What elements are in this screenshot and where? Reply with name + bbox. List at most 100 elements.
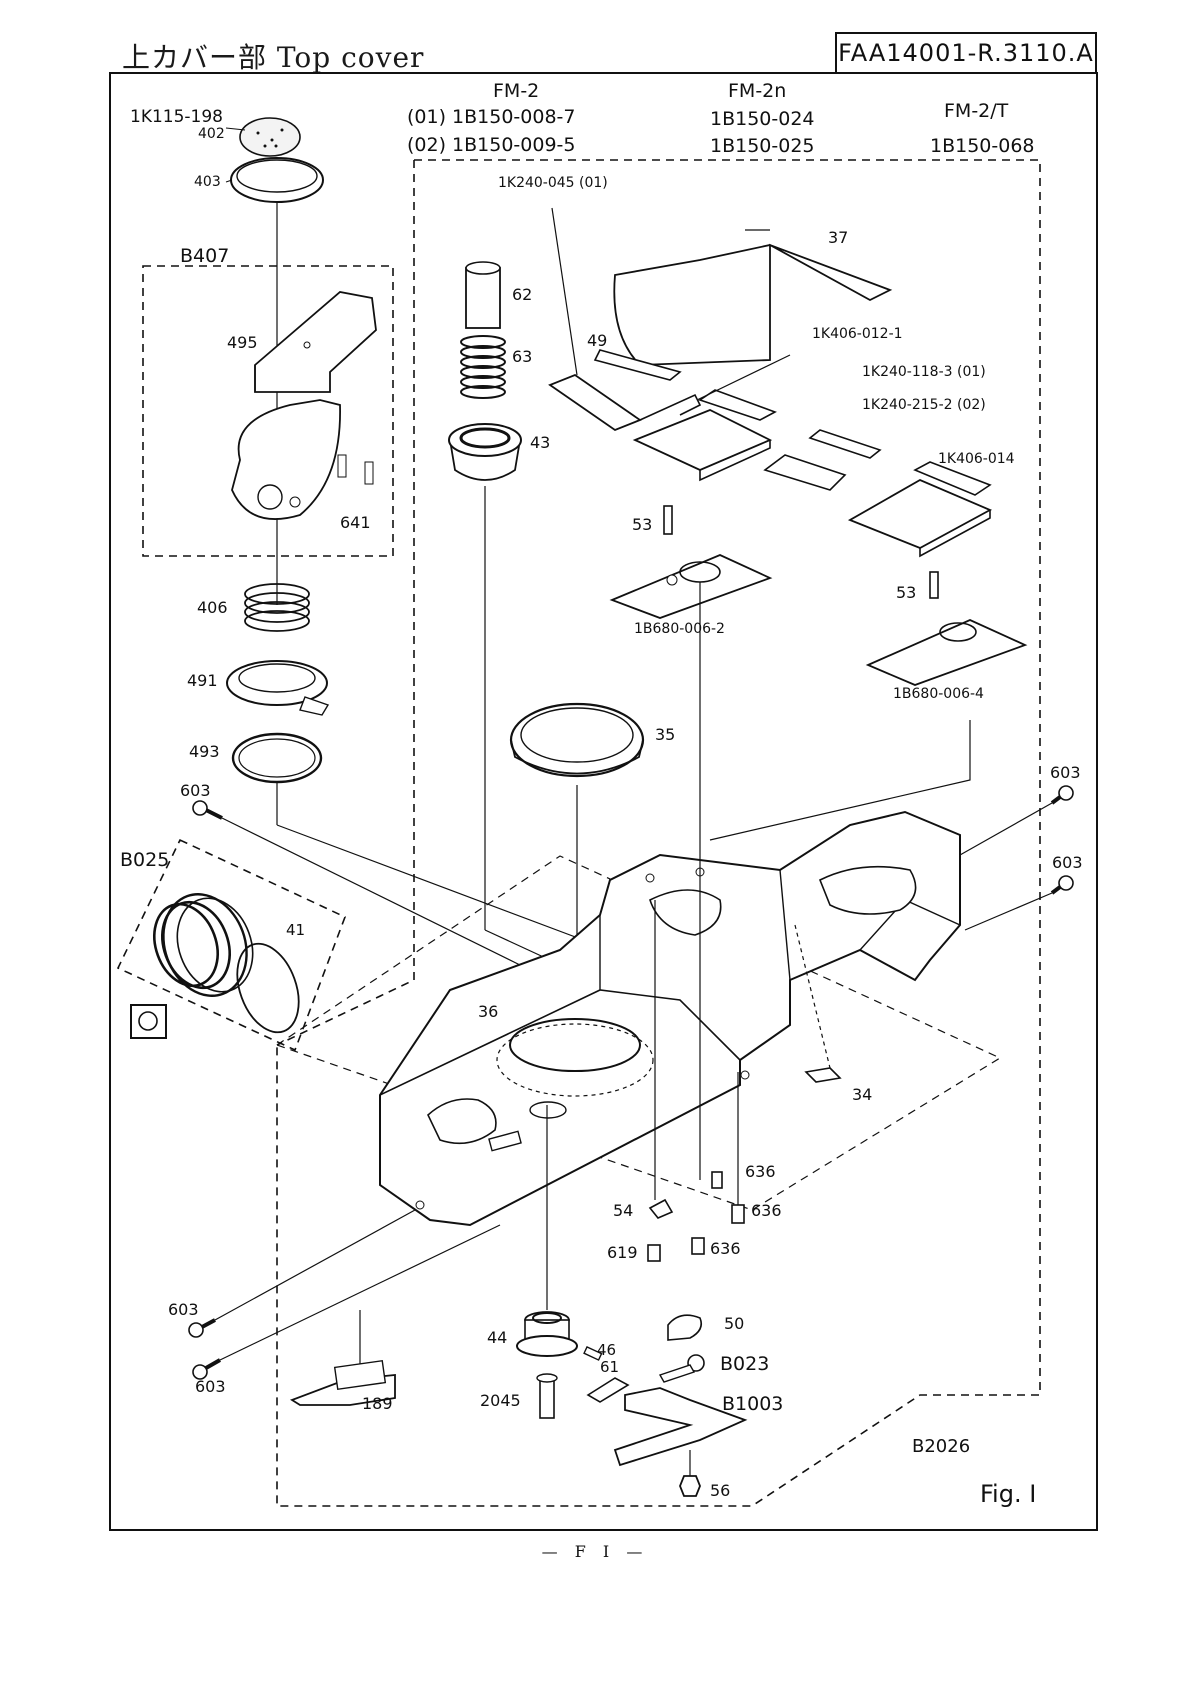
pin-53-right	[929, 571, 939, 599]
label-63: 63	[512, 347, 532, 366]
part-37-shield	[613, 243, 893, 366]
part-406-spring	[244, 583, 310, 632]
label-35: 35	[655, 725, 675, 744]
label-49: 49	[587, 331, 607, 350]
label-1k406-012-1: 1K406-012-1	[812, 326, 903, 342]
part-493-ring	[231, 732, 323, 784]
part-62-sleeve	[465, 261, 501, 329]
part-50-lever	[667, 1314, 703, 1341]
label-53-right: 53	[896, 583, 916, 602]
label-603-lower-left-a: 603	[168, 1300, 199, 1319]
part-b025-meter	[153, 893, 254, 997]
label-61: 61	[600, 1358, 619, 1376]
label-53-left: 53	[632, 515, 652, 534]
leader-1k240-045	[551, 207, 578, 376]
part-1k406-014-plate	[847, 461, 993, 558]
variant-fm2t-line1: 1B150-068	[930, 135, 1035, 157]
variant-group-box	[276, 159, 1041, 1507]
screw-603-lower-left-a	[188, 1318, 216, 1338]
leader-603-right-lower	[964, 892, 1053, 931]
leader-603-lower-left-a	[214, 1209, 416, 1321]
label-406: 406	[197, 598, 228, 617]
label-603-right-upper: 603	[1050, 763, 1081, 782]
label-1k240-118-3: 1K240-118-3 (01)	[862, 364, 986, 380]
label-1k240-045: 1K240-045 (01)	[498, 175, 608, 191]
label-1b680-006-2: 1B680-006-2	[634, 621, 725, 637]
variant-fm2-name: FM-2	[493, 80, 539, 102]
screw-603-right-lower	[1050, 875, 1074, 895]
part-63-spring	[460, 335, 506, 399]
part-1k240-118-spring	[763, 429, 882, 491]
leader-603-right-upper	[959, 802, 1053, 856]
label-b2026: B2026	[912, 1436, 970, 1457]
part-34-block	[804, 1067, 842, 1083]
leader-603-upper-left	[221, 817, 521, 966]
label-495: 495	[227, 333, 258, 352]
leader-493-body	[276, 824, 611, 951]
screw-603-right-upper	[1050, 785, 1074, 805]
part-61-plate	[586, 1377, 630, 1403]
label-54: 54	[613, 1201, 633, 1220]
screw-636-a	[711, 1171, 723, 1189]
label-491: 491	[187, 671, 218, 690]
pin-53-left	[663, 505, 673, 535]
screw-603-lower-left-b	[192, 1358, 221, 1380]
part-2045-shaft	[536, 1373, 558, 1419]
label-50: 50	[724, 1314, 744, 1333]
label-46: 46	[597, 1341, 616, 1359]
screw-636-c	[691, 1237, 705, 1255]
label-62: 62	[512, 285, 532, 304]
part-56-nut	[679, 1475, 701, 1497]
variant-fm2n-line2: 1B150-025	[710, 135, 815, 157]
part-491-ring	[226, 660, 330, 716]
b407-group-box	[142, 265, 394, 557]
variant-fm2-line1: (01) 1B150-008-7	[407, 106, 576, 128]
part-1k406-012-prism-plate	[632, 389, 777, 482]
label-636-b: 636	[751, 1201, 782, 1220]
part-b1003-plate	[613, 1387, 748, 1467]
part-selector-disc	[231, 399, 374, 520]
diagram-frame	[109, 72, 1098, 1531]
part-189-plate	[289, 1359, 396, 1406]
label-619: 619	[607, 1243, 638, 1262]
label-37: 37	[828, 228, 848, 247]
part-402-cap	[239, 117, 301, 157]
leader-403	[225, 179, 233, 183]
label-34: 34	[852, 1085, 872, 1104]
label-1b680-006-4: 1B680-006-4	[893, 686, 984, 702]
label-636-a: 636	[745, 1162, 776, 1181]
label-41: 41	[286, 921, 305, 939]
leader-603-lower-left-b	[219, 1224, 501, 1361]
leader-402	[225, 127, 246, 131]
label-36: 36	[478, 1002, 498, 1021]
label-1k240-215-2: 1K240-215-2 (02)	[862, 397, 986, 413]
part-495-cover-plate	[254, 291, 377, 393]
label-b023: B023	[720, 1353, 769, 1375]
label-56: 56	[710, 1481, 730, 1500]
label-b407: B407	[180, 245, 229, 267]
figure-label: Fig. I	[980, 1480, 1036, 1508]
leader-34	[794, 924, 831, 1069]
label-493: 493	[189, 742, 220, 761]
screw-603-upper-left	[192, 800, 223, 820]
label-b025: B025	[120, 849, 169, 871]
page-title: 上カバー部 Top cover	[122, 41, 425, 74]
variant-fm2n-line1: 1B150-024	[710, 108, 815, 130]
body-dashed-outline	[275, 855, 1002, 1211]
label-2045: 2045	[480, 1391, 521, 1410]
variant-fm2-line2: (02) 1B150-009-5	[407, 134, 576, 156]
label-403: 403	[194, 174, 221, 190]
label-603-lower-left-b: 603	[195, 1377, 226, 1396]
label-b1003: B1003	[722, 1393, 783, 1415]
label-44: 44	[487, 1328, 507, 1347]
screw-636-b	[731, 1204, 745, 1224]
page-footer: — F I —	[541, 1542, 649, 1561]
screw-619	[647, 1244, 661, 1262]
leader-1b680-006-4	[709, 720, 971, 841]
label-603-upper-left: 603	[180, 781, 211, 800]
part-1b680-006-4-plate	[865, 619, 1028, 686]
part-35-ring	[509, 702, 645, 778]
part-44-rewind	[516, 1311, 578, 1357]
label-189: 189	[362, 1394, 393, 1413]
